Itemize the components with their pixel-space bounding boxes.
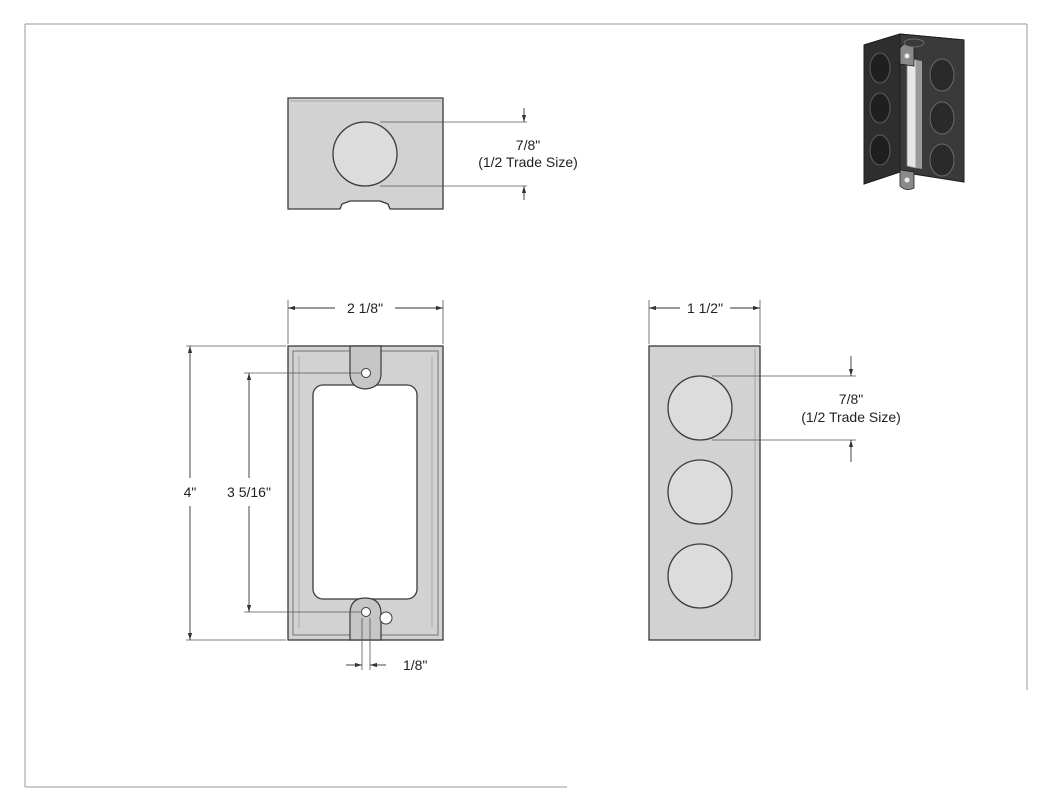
top-view-knockout <box>332 121 398 187</box>
side-knockout-diameter-label: 7/8" <box>839 391 863 407</box>
sheet-border <box>24 23 1028 788</box>
side-knockout-2 <box>667 459 733 525</box>
side-view: 1 1/2" 7/8" (1/2 Trade Size) <box>648 300 901 641</box>
side-knockout-1 <box>667 375 733 441</box>
front-height-label: 4" <box>184 484 197 500</box>
front-view-opening <box>312 384 418 600</box>
top-view: 7/8" (1/2 Trade Size) <box>287 97 578 210</box>
top-knockout-diameter-label: 7/8" <box>516 137 540 153</box>
front-width-label: 2 1/8" <box>347 300 383 316</box>
front-view: 2 1/8" 4" 3 5/16" 1/8" <box>184 300 444 673</box>
side-knockout-trade-size-label: (1/2 Trade Size) <box>801 409 901 425</box>
mounting-hole-spacing-label: 3 5/16" <box>227 484 271 500</box>
isometric-view <box>863 33 965 190</box>
top-mounting-ear <box>349 345 382 390</box>
side-knockout-3 <box>667 543 733 609</box>
side-depth-label: 1 1/2" <box>687 300 723 316</box>
ear-offset-label: 1/8" <box>403 657 427 673</box>
bottom-mounting-ear <box>349 597 382 641</box>
bottom-mounting-hole <box>361 607 371 617</box>
top-knockout-trade-size-label: (1/2 Trade Size) <box>478 154 578 170</box>
top-mounting-hole <box>361 368 371 378</box>
